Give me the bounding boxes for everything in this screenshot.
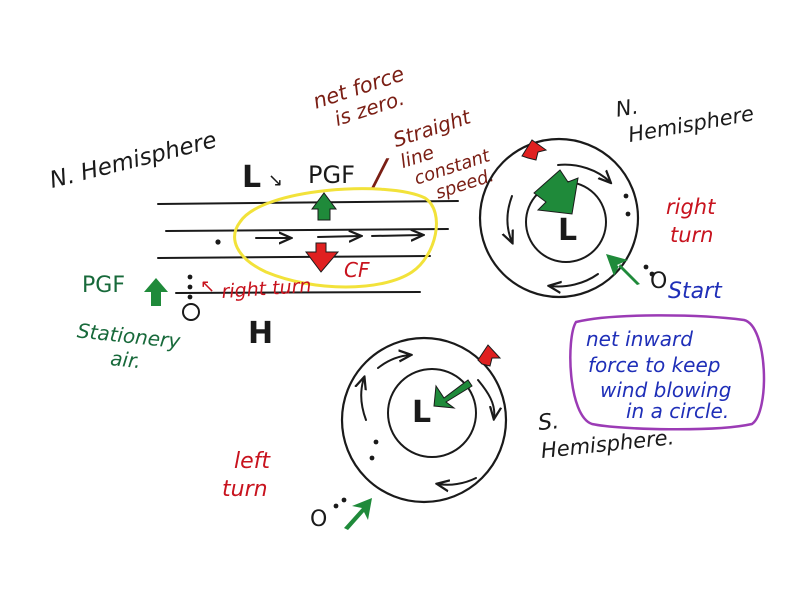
turn-caret: ↖ [200, 276, 215, 297]
nh-inward-green-arrow [533, 169, 579, 215]
note-outline [569, 314, 766, 431]
sh-dot-3 [333, 503, 339, 509]
note-line-2: force to keep [588, 353, 720, 377]
nh-flow-arrow-top [557, 163, 610, 182]
sh-inner-isobar [387, 368, 477, 458]
sh-inward-green-arrow [433, 379, 473, 409]
nh-dot-2 [625, 211, 631, 217]
net-force-note: net force is zero. [310, 62, 407, 131]
straight-line-1: Straight [390, 104, 474, 152]
isobar-1 [157, 200, 459, 205]
cf-label: CF [344, 258, 370, 282]
nh-flow-arrow-bottom [550, 273, 599, 287]
sh-dot-1 [373, 439, 379, 445]
start-parcel [182, 303, 200, 321]
nh-circle-panel: N. Hemisphere L O Start right turn [478, 94, 756, 304]
nh-flow-arrow-left [508, 195, 513, 242]
pgf-up-arrow [311, 192, 337, 221]
nh-dot-1 [623, 193, 629, 199]
pgf-top-label: PGF [308, 161, 355, 189]
pgf-left-label: PGF [82, 273, 125, 298]
nh-label: N. Hemisphere [614, 94, 756, 147]
sh-start-marker: O [310, 507, 327, 532]
straight-flow-panel: N. Hemisphere L ↘ PGF net force is zero.… [47, 62, 497, 374]
nh-turn-line-2: turn [670, 223, 714, 247]
sh-dot-4 [341, 497, 347, 503]
path-dot-1 [215, 239, 221, 245]
sh-flow-arrow-bottom [438, 477, 477, 485]
nh-outer-isobar [478, 137, 640, 299]
left-hemisphere-label: N. Hemisphere [47, 127, 219, 194]
wind-arrow-3 [371, 235, 422, 236]
nh-start-green-arrow [606, 254, 640, 285]
sh-flow-arrow-right [477, 379, 494, 418]
nh-start-label: Start [668, 279, 723, 304]
wind-arrow-2 [317, 236, 360, 237]
sh-dot-2 [369, 455, 375, 461]
nh-turn-line-1: right [666, 195, 716, 219]
path-dot-2 [187, 274, 193, 280]
straight-line-note: Straight line constant speed. [390, 104, 497, 203]
balanced-flow-highlight [233, 187, 438, 289]
sh-outward-red-arrow [477, 344, 502, 367]
nh-line-2: Hemisphere [626, 101, 755, 147]
nh-start-marker: O [650, 269, 667, 294]
sh-start-green-arrow [344, 498, 372, 530]
isobar-4 [175, 291, 421, 294]
low-pressure-symbol: L [242, 160, 261, 195]
nh-dot-3 [643, 264, 649, 270]
sh-low-symbol: L [412, 395, 431, 430]
isobar-3 [157, 255, 431, 259]
high-pressure-symbol: H [248, 316, 273, 351]
sh-line-1: S. [537, 409, 560, 436]
path-dot-4 [187, 294, 193, 300]
sh-flow-arrow-left [361, 378, 367, 421]
stationary-air-note: Stationery air. [76, 318, 183, 373]
nh-low-symbol: L [558, 213, 577, 248]
stationary-line-2: air. [109, 346, 142, 373]
path-dot-3 [187, 284, 193, 290]
inward-force-note: net inward force to keep wind blowing in… [569, 314, 766, 431]
note-line-3: wind blowing [600, 378, 731, 402]
pgf-left-arrow [144, 278, 168, 306]
note-line-4: in a circle. [626, 399, 729, 423]
nh-outward-red-arrow [521, 139, 548, 161]
sh-line-2: Hemisphere. [540, 425, 676, 463]
sh-turn-line-2: turn [222, 477, 268, 502]
sh-turn-line-1: left [234, 449, 271, 474]
arrow-glyph-low: ↘ [268, 170, 283, 191]
nh-dot-4 [649, 271, 655, 277]
note-line-1: net inward [586, 327, 693, 351]
isobar-2 [165, 228, 449, 232]
sh-outer-isobar [340, 336, 508, 504]
cf-down-arrow [305, 242, 340, 273]
right-turn-note: right turn [221, 275, 312, 303]
nh-line-1: N. [614, 94, 640, 122]
sh-flow-arrow-top [377, 355, 410, 369]
slash-mark: / [371, 152, 390, 193]
